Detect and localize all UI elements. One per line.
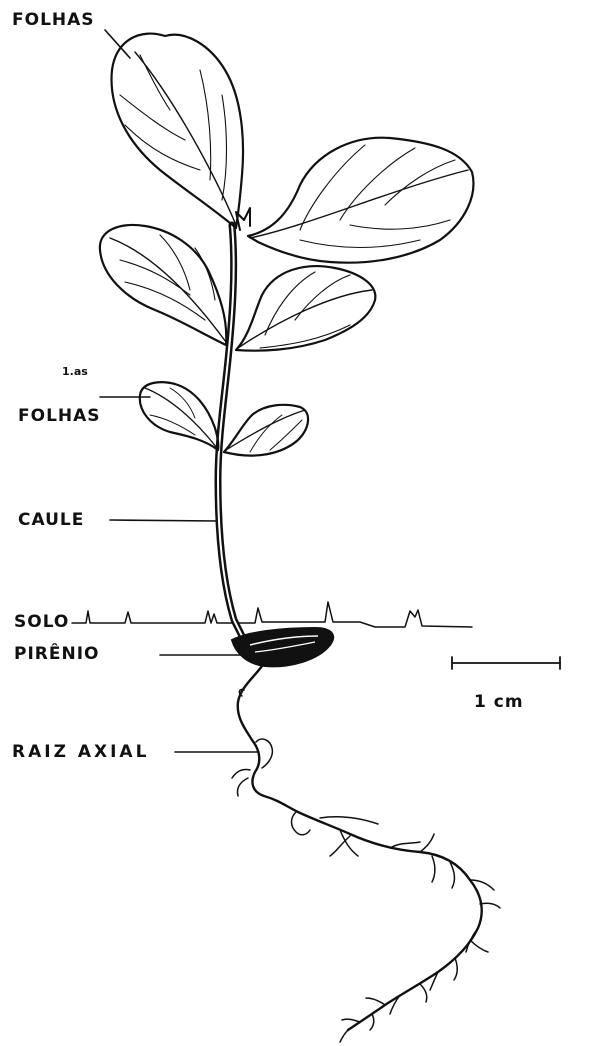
label-folhas: FOLHAS [12,12,95,29]
stem [218,225,244,640]
leaf-first-right [224,405,308,456]
leaf-top-right [248,138,473,263]
label-raiz-axial: RAIZ AXIAL [12,744,149,761]
root-laterals [232,689,500,1042]
label-caule: CAULE [18,512,84,529]
label-primeiras-superscript: 1.as [62,366,88,377]
root-axial [238,666,482,1030]
scale-bar [452,657,560,669]
soil-line [72,602,472,627]
scale-bar-label: 1 cm [474,694,524,711]
leaf-first-left [140,382,219,450]
label-pirenio: PIRÊNIO [14,646,100,663]
leader-caule [110,520,218,521]
label-primeiras-folhas: FOLHAS [18,408,101,425]
pirenio-seed [232,628,333,666]
label-solo: SOLO [14,614,69,631]
leaf-middle-left [100,225,226,345]
leaf-middle-right [236,266,375,351]
leaf-top-left [112,34,243,228]
